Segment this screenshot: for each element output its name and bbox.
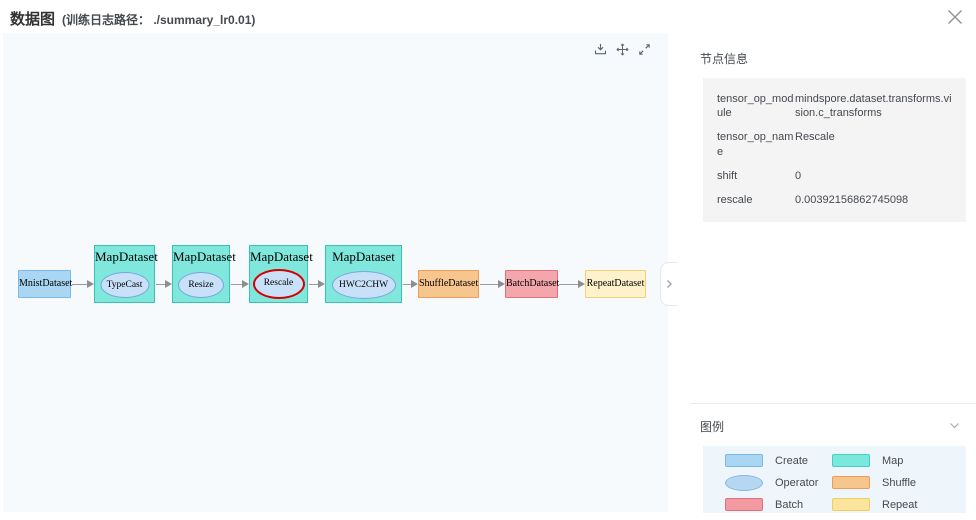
create-swatch <box>725 454 763 467</box>
map-node-label: MapDataset <box>95 249 158 264</box>
repeat-swatch <box>832 498 870 511</box>
info-key: tensor_op_name <box>717 131 794 159</box>
info-value: 0.00392156862745098 <box>795 193 909 206</box>
close-button[interactable] <box>942 4 968 30</box>
legend-label: Repeat <box>882 498 918 511</box>
edge-arrow <box>480 280 505 288</box>
chevron-down-icon <box>948 419 961 432</box>
info-key: rescale <box>717 193 753 206</box>
edge-arrow <box>156 280 172 288</box>
operator-swatch <box>725 474 763 491</box>
legend-label: Operator <box>775 476 819 489</box>
download-icon <box>593 42 608 57</box>
operator-ellipse-rescale-selected[interactable]: Rescale <box>252 269 305 299</box>
graph-node-mapdataset-typecast[interactable]: MapDataset TypeCast <box>94 245 158 303</box>
fullscreen-button[interactable] <box>636 41 652 57</box>
info-key: tensor_op_module <box>717 92 794 120</box>
edge-arrow <box>559 280 585 288</box>
info-value: Rescale <box>795 131 835 144</box>
map-swatch <box>832 454 870 467</box>
summary-path-subtitle: (训练日志路径： ./summary_lr0.01) <box>62 13 256 27</box>
map-node-label: MapDataset <box>332 249 395 264</box>
table-row: tensor_op_module mindspore.dataset.trans… <box>717 87 952 126</box>
graph-node-mnistdataset[interactable]: MnistDataset <box>18 270 72 298</box>
legend-label: Map <box>882 454 904 467</box>
legend-item-shuffle: Shuffle <box>832 476 939 489</box>
batch-swatch <box>725 498 763 511</box>
legend-label: Create <box>775 454 809 467</box>
table-row: tensor_op_name Rescale <box>717 126 952 165</box>
table-row: rescale 0.00392156862745098 <box>717 188 952 212</box>
node-info-table: tensor_op_module mindspore.dataset.trans… <box>703 78 966 223</box>
graph-node-mapdataset-resize[interactable]: MapDataset Resize <box>172 245 236 303</box>
edge-arrow <box>403 280 418 288</box>
close-icon <box>944 6 966 28</box>
operator-ellipse-hwc2chw[interactable]: HWC2CHW <box>331 271 396 299</box>
fit-screen-button[interactable] <box>614 41 630 57</box>
graph-node-shuffledataset[interactable]: ShuffleDataset <box>418 270 479 298</box>
legend-box: Create Map Operator Shuffle Batch Repeat <box>703 446 966 513</box>
info-value: 0 <box>795 169 802 182</box>
legend-item-batch: Batch <box>725 498 832 511</box>
edge-arrow <box>72 280 94 288</box>
divider <box>690 403 976 404</box>
data-graph-canvas[interactable]: MnistDataset MapDataset TypeCast MapData… <box>3 33 668 512</box>
node-info-title: 节点信息 <box>700 52 749 66</box>
fullscreen-icon <box>637 42 652 57</box>
graph-toolbar <box>592 41 652 57</box>
graph-node-mapdataset-hwc2chw[interactable]: MapDataset HWC2CHW <box>325 245 402 303</box>
legend-title: 图例 <box>700 420 725 434</box>
legend-label: Batch <box>775 498 804 511</box>
map-node-label: MapDataset <box>173 249 236 264</box>
legend-label: Shuffle <box>882 476 917 489</box>
chevron-right-icon <box>665 279 673 289</box>
graph-node-repeatdataset[interactable]: RepeatDataset <box>585 270 646 298</box>
edge-arrow <box>231 280 249 288</box>
page-title: 数据图 <box>10 11 56 28</box>
legend-item-repeat: Repeat <box>832 498 939 511</box>
legend-item-create: Create <box>725 454 832 467</box>
graph-node-batchdataset[interactable]: BatchDataset <box>505 270 559 298</box>
operator-ellipse-resize[interactable]: Resize <box>178 272 224 298</box>
operator-ellipse-typecast[interactable]: TypeCast <box>100 272 149 298</box>
info-value: mindspore.dataset.transforms.vision.c_tr… <box>795 92 952 120</box>
legend-item-map: Map <box>832 454 939 467</box>
dialog-header: 数据图 (训练日志路径： ./summary_lr0.01) <box>0 0 976 33</box>
graph-node-mapdataset-rescale[interactable]: MapDataset Rescale <box>249 245 313 303</box>
download-image-button[interactable] <box>592 41 608 57</box>
edge-arrow <box>309 280 325 288</box>
legend-item-operator: Operator <box>725 474 832 491</box>
table-row: shift 0 <box>717 164 952 188</box>
legend-collapse-button[interactable] <box>946 417 962 433</box>
map-node-label: MapDataset <box>250 249 313 264</box>
fit-screen-icon <box>615 42 630 57</box>
sidebar-collapse-handle[interactable] <box>660 262 677 306</box>
info-key: shift <box>717 169 738 182</box>
shuffle-swatch <box>832 476 870 489</box>
